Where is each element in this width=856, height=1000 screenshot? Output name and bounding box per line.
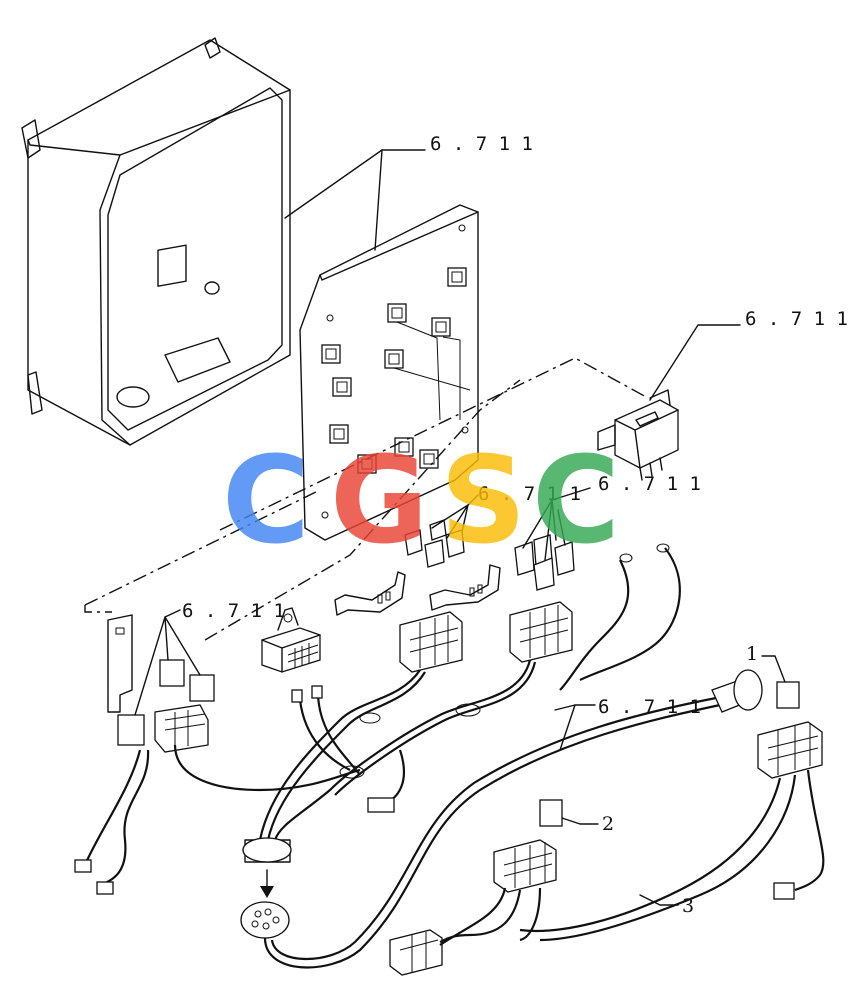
watermark-letter-c1: C bbox=[222, 432, 310, 571]
watermark-logo: C G S C bbox=[222, 432, 620, 571]
callout-item-3: 3 bbox=[682, 895, 694, 917]
callout-ref-left: 6 . 7 1 1 bbox=[182, 600, 285, 622]
callout-item-2: 2 bbox=[602, 813, 614, 835]
harness-connector-a bbox=[399, 611, 463, 673]
plate-sockets bbox=[321, 267, 467, 474]
main-wiring-harness bbox=[74, 543, 681, 895]
control-box-housing bbox=[21, 37, 291, 446]
relay-group-right bbox=[514, 534, 575, 591]
leader-item-3 bbox=[639, 894, 679, 906]
down-arrow-icon bbox=[260, 886, 274, 898]
leader-center bbox=[431, 494, 479, 539]
callout-item-1: 1 bbox=[746, 643, 758, 665]
callout-ref-center: 6 . 7 1 1 bbox=[478, 483, 581, 505]
extension-harness bbox=[263, 669, 763, 969]
round-connector bbox=[240, 837, 292, 939]
callout-ref-harness: 6 . 7 1 1 bbox=[598, 696, 701, 718]
fuse-connector-block bbox=[261, 607, 321, 673]
harness-connector-b bbox=[509, 601, 573, 663]
left-bracket-and-relays bbox=[107, 614, 215, 753]
leader-item-2 bbox=[561, 817, 599, 825]
watermark-letter-c2: C bbox=[532, 432, 620, 571]
leader-harness-2 bbox=[559, 704, 576, 751]
leader-top-2 bbox=[374, 149, 383, 251]
leader-top bbox=[284, 149, 426, 219]
callout-ref-right-relays: 6 . 7 1 1 bbox=[598, 473, 701, 495]
relay-with-bracket bbox=[597, 389, 679, 481]
watermark-letter-s: S bbox=[440, 432, 526, 571]
leader-left bbox=[134, 609, 201, 716]
relay-mounting-plate bbox=[299, 204, 479, 541]
callout-ref-relay-right: 6 . 7 1 1 bbox=[745, 308, 848, 330]
leader-relay-right bbox=[649, 324, 741, 401]
mounting-brackets bbox=[334, 564, 501, 616]
relay-group-center bbox=[404, 519, 465, 568]
secondary-harness bbox=[389, 681, 825, 976]
leader-item-1 bbox=[761, 655, 786, 683]
watermark-letter-g: G bbox=[330, 432, 429, 571]
callout-ref-top: 6 . 7 1 1 bbox=[430, 133, 533, 155]
leader-right-relays bbox=[522, 487, 591, 561]
